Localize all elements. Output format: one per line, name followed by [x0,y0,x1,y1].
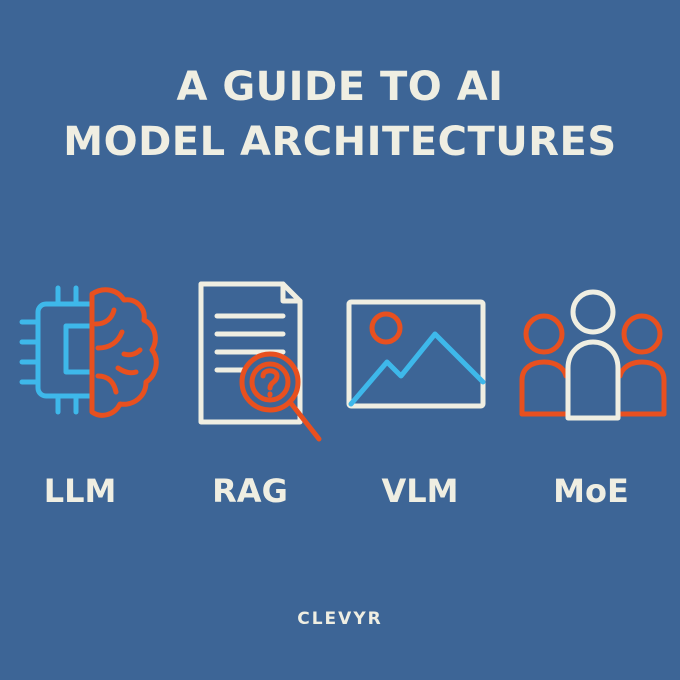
title-line-1: A GUIDE TO AI [176,64,504,110]
label-vlm: VLM [381,472,459,510]
image-icon [346,299,486,409]
label-moe: MoE [553,472,629,510]
brand-logo: CLEVYR [297,609,383,629]
chip-brain-icon [19,285,159,418]
title-line-2: MODEL ARCHITECTURES [63,119,617,165]
people-group-icon [519,289,667,421]
document-search-icon [198,281,322,442]
label-rag: RAG [212,472,288,510]
label-llm: LLM [43,472,117,510]
